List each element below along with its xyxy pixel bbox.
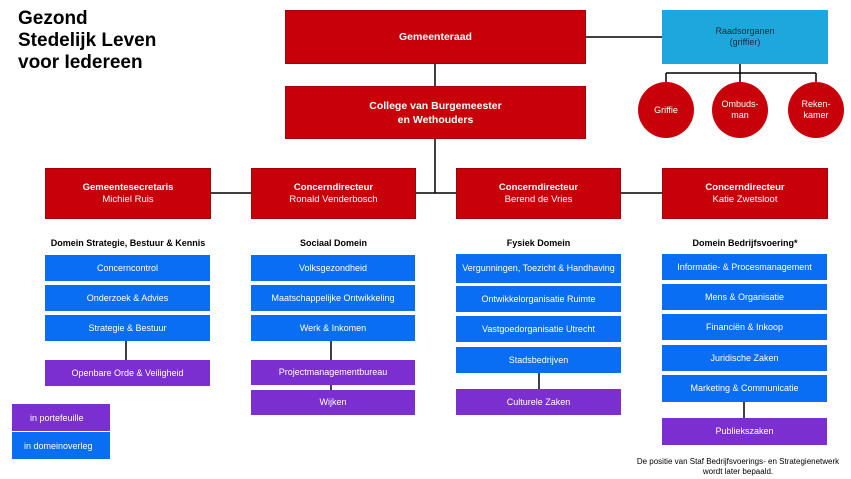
unit-box[interactable]: Stadsbedrijven <box>456 347 621 373</box>
unit-box[interactable]: Ontwikkelorganisatie Ruimte <box>456 286 621 312</box>
unit-box[interactable]: Volksgezondheid <box>251 255 415 281</box>
circle-rekenkamer[interactable]: Reken- kamer <box>788 82 844 138</box>
unit-box[interactable]: Vergunningen, Toezicht & Handhaving <box>456 254 621 283</box>
director-box-0[interactable]: Gemeentesecretaris Michiel Ruis <box>45 168 211 219</box>
unit-box[interactable]: Strategie & Bestuur <box>45 315 210 341</box>
portfolio-box[interactable]: Wijken <box>251 390 415 415</box>
unit-box[interactable]: Mens & Organisatie <box>662 284 827 310</box>
domain-label-2: Fysiek Domein <box>506 238 571 248</box>
unit-box[interactable]: Juridische Zaken <box>662 345 827 371</box>
domain-label-3: Domein Bedrijfsvoering* <box>692 238 798 248</box>
circle-griffie[interactable]: Griffie <box>638 82 694 138</box>
domain-label-0: Domein Strategie, Bestuur & Kennis <box>50 238 206 248</box>
unit-box[interactable]: Werk & Inkomen <box>251 315 415 341</box>
domain-label-1: Sociaal Domein <box>299 238 368 248</box>
council-box[interactable]: Gemeenteraad <box>285 10 586 64</box>
portfolio-box[interactable]: Culturele Zaken <box>456 389 621 415</box>
college-box[interactable]: College van Burgemeester en Wethouders <box>285 86 586 139</box>
legend-portfolio: in portefeuille <box>12 404 110 431</box>
portfolio-box[interactable]: Openbare Orde & Veiligheid <box>45 360 210 386</box>
footnote: De positie van Staf Bedrijfsvoerings- en… <box>636 457 840 476</box>
portfolio-box[interactable]: Publiekszaken <box>662 418 827 445</box>
page-title: Gezond Stedelijk Leven voor Iedereen <box>18 8 157 73</box>
unit-box[interactable]: Concerncontrol <box>45 255 210 281</box>
unit-box[interactable]: Onderzoek & Advies <box>45 285 210 311</box>
unit-box[interactable]: Vastgoedorganisatie Utrecht <box>456 316 621 342</box>
unit-box[interactable]: Informatie- & Procesmanagement <box>662 254 827 280</box>
unit-box[interactable]: Maatschappelijke Ontwikkeling <box>251 285 415 311</box>
unit-box[interactable]: Marketing & Communicatie <box>662 375 827 402</box>
unit-box[interactable]: Financiën & Inkoop <box>662 314 827 340</box>
circle-ombudsman[interactable]: Ombuds- man <box>712 82 768 138</box>
director-box-2[interactable]: Concerndirecteur Berend de Vries <box>456 168 621 219</box>
legend-domain-meeting: in domeinoverleg <box>12 432 110 459</box>
council-bodies-box[interactable]: Raadsorganen (griffier) <box>662 10 828 64</box>
portfolio-box[interactable]: Projectmanagementbureau <box>251 360 415 385</box>
director-box-1[interactable]: Concerndirecteur Ronald Venderbosch <box>251 168 416 219</box>
director-box-3[interactable]: Concerndirecteur Katie Zwetsloot <box>662 168 828 219</box>
